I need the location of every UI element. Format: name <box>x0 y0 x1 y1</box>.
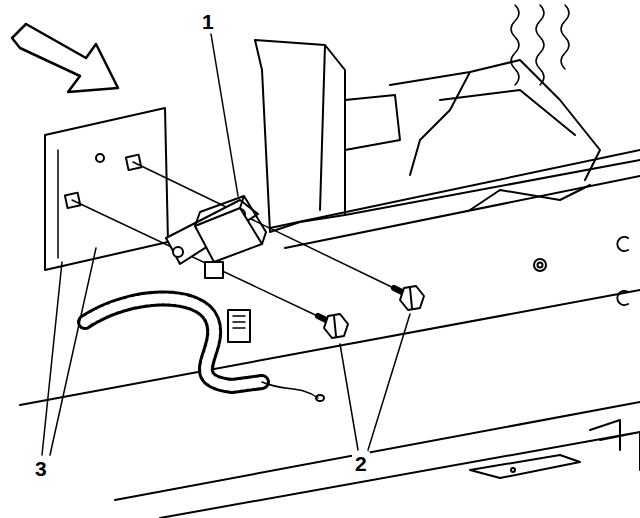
callout-number: 2 <box>352 452 370 475</box>
beam-hole <box>511 468 515 472</box>
leader-line <box>211 34 238 196</box>
sensor-body-edge <box>195 196 266 244</box>
seat-frame <box>390 60 600 180</box>
connector-pins <box>233 316 245 328</box>
bolt <box>394 286 424 310</box>
leader-line <box>42 248 96 455</box>
harness-ribs <box>85 298 262 386</box>
pillar <box>255 40 400 232</box>
flange-hole <box>173 247 183 257</box>
leader-line <box>340 314 410 450</box>
sensor-tab <box>205 262 223 278</box>
floor-detail <box>470 455 580 478</box>
direction-arrow <box>12 24 118 92</box>
panel-edge <box>57 150 59 258</box>
beam-slot <box>617 237 628 305</box>
harness-connector <box>228 310 250 342</box>
ground-wire <box>262 382 318 398</box>
mounting-panel <box>45 108 168 270</box>
harness <box>85 298 262 386</box>
bolt <box>318 314 348 338</box>
sensor-body <box>195 208 262 262</box>
callout-number: 3 <box>32 457 50 480</box>
beam-hole <box>538 263 543 268</box>
beam-hole <box>534 259 546 271</box>
beam-bracket <box>470 185 620 450</box>
panel-hole <box>96 154 104 162</box>
callout-number: 1 <box>199 10 217 33</box>
wire-terminal <box>316 395 324 401</box>
seat-spring <box>511 5 569 85</box>
